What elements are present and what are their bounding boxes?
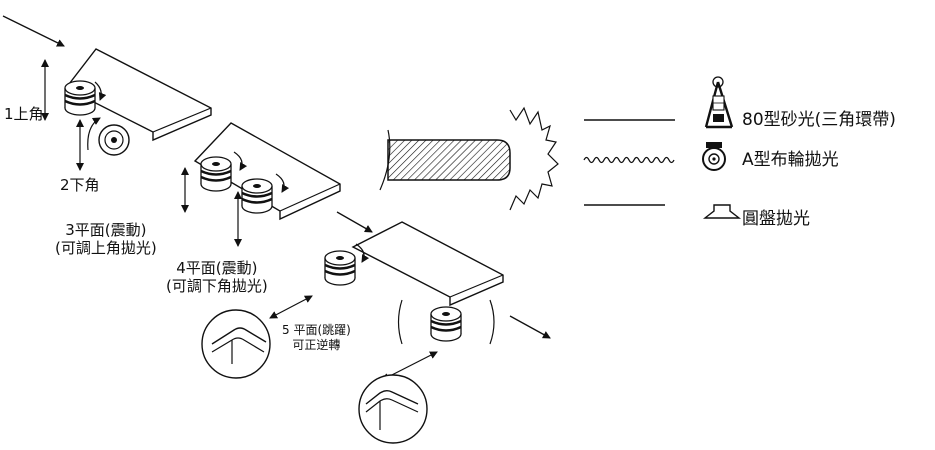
workpiece-cross-section <box>379 106 559 211</box>
step-5-title: 5 平面(跳躍) <box>282 323 351 337</box>
disc-icon <box>702 204 742 219</box>
board-station-5 <box>351 221 504 307</box>
step-3-title: 3平面(震動) <box>65 221 147 239</box>
zoom-arrow-4 <box>269 295 313 319</box>
edge-detail-bottom <box>358 374 428 444</box>
step-5-label: 5 平面(跳躍) 可正逆轉 <box>282 323 351 353</box>
step-5-note: 可正逆轉 <box>292 338 341 352</box>
cloth-wheel-icon <box>702 142 726 171</box>
transfer-arrow <box>336 211 373 233</box>
legend-line-wavy <box>583 156 675 164</box>
roller-station-1 <box>63 79 97 117</box>
entry-arrow <box>2 15 65 47</box>
roller-station-5-bottom <box>429 305 463 343</box>
step-4-label: 4平面(震動) (可調下角拋光) <box>166 259 268 295</box>
legend-label-disc: 圓盤拋光 <box>742 209 810 229</box>
step-1-label: 1上角 <box>4 105 44 123</box>
edge-detail-top <box>201 309 271 379</box>
legend-label-cloth-wheel: A型布輪拋光 <box>742 150 839 170</box>
wheel-station-2 <box>87 117 130 156</box>
step-4-title: 4平面(震動) <box>176 259 258 277</box>
roller-station-3 <box>199 155 233 193</box>
roller-station-4 <box>240 177 274 215</box>
legend-label-abrasive-belt: 80型砂光(三角環帶) <box>742 110 896 130</box>
exit-arrow <box>509 315 551 339</box>
step-2-label: 2下角 <box>60 176 100 194</box>
abrasive-belt-icon <box>704 76 734 129</box>
step-3-note: (可調上角拋光) <box>55 239 157 257</box>
roller-station-5-top <box>323 249 357 287</box>
board-station-3-4 <box>193 122 341 221</box>
step-3-label: 3平面(震動) (可調上角拋光) <box>55 221 157 257</box>
step-4-note: (可調下角拋光) <box>166 277 268 295</box>
